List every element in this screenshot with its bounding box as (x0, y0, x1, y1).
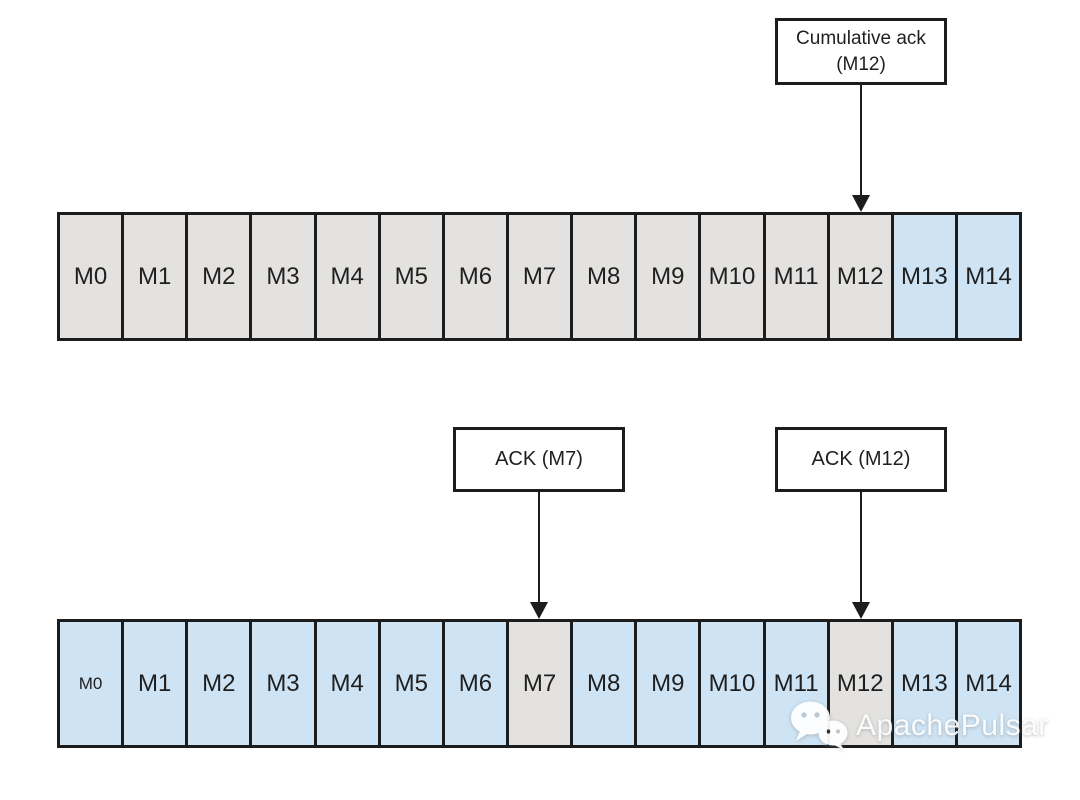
message-cell-m2: M2 (188, 622, 253, 745)
ack-m7-label: ACK (M7) (495, 448, 583, 470)
cumulative-ack-callout: Cumulative ack (M12) (775, 18, 947, 85)
message-cell-m6: M6 (444, 215, 509, 338)
cumulative-ack-arrow (852, 85, 870, 212)
message-cell-m10: M10 (701, 622, 766, 745)
message-cell-m13: M13 (893, 622, 958, 745)
message-cell-m0: M0 (60, 215, 125, 338)
ack-m7-callout: ACK (M7) (453, 427, 625, 492)
message-cell-m6: M6 (444, 622, 509, 745)
message-cell-m11: M11 (765, 622, 830, 745)
arrow-line (538, 492, 540, 602)
message-cell-m5: M5 (380, 215, 445, 338)
message-cell-m1: M1 (124, 622, 189, 745)
ack-m12-arrow (852, 492, 870, 619)
message-cell-m12: M12 (829, 215, 894, 338)
message-cell-m0: M0 (60, 622, 125, 745)
message-cell-m13: M13 (893, 215, 958, 338)
cumulative-ack-label-line2: (M12) (836, 53, 886, 75)
message-cell-m3: M3 (252, 622, 317, 745)
arrow-head-icon (852, 602, 870, 619)
message-cell-m12: M12 (829, 622, 894, 745)
message-cell-m1: M1 (124, 215, 189, 338)
arrow-head-icon (852, 195, 870, 212)
message-cell-m3: M3 (252, 215, 317, 338)
ack-m12-callout: ACK (M12) (775, 427, 947, 492)
message-cell-m11: M11 (765, 215, 830, 338)
message-cell-m5: M5 (380, 622, 445, 745)
message-cell-m8: M8 (573, 622, 638, 745)
message-cell-m14: M14 (957, 215, 1020, 338)
message-cell-m10: M10 (701, 215, 766, 338)
arrow-line (860, 492, 862, 602)
cumulative-ack-label-line1: Cumulative ack (796, 27, 926, 49)
message-cell-m14: M14 (957, 622, 1020, 745)
message-cell-m4: M4 (316, 215, 381, 338)
ack-m12-label: ACK (M12) (811, 448, 911, 470)
message-cell-m7: M7 (508, 622, 574, 745)
ack-m7-arrow (530, 492, 548, 619)
message-cell-m2: M2 (188, 215, 253, 338)
arrow-head-icon (530, 602, 548, 619)
message-cell-m9: M9 (637, 622, 702, 745)
message-cell-m4: M4 (316, 622, 381, 745)
message-cell-m9: M9 (637, 215, 702, 338)
message-cell-m7: M7 (508, 215, 574, 338)
message-cell-m8: M8 (573, 215, 638, 338)
arrow-line (860, 85, 862, 195)
